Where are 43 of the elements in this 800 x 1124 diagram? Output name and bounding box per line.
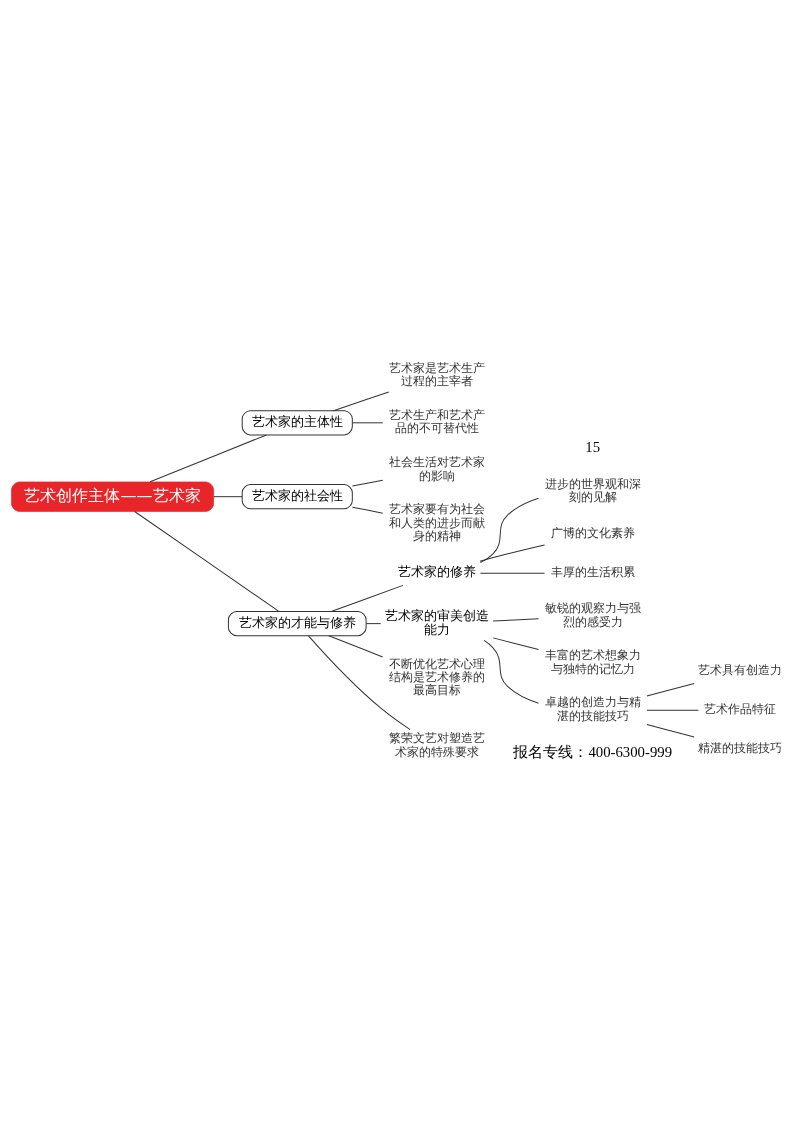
node-text: 进步的世界观和深刻的见解 bbox=[544, 476, 641, 504]
connector bbox=[479, 572, 546, 574]
connector bbox=[308, 634, 411, 730]
node-text: 社会生活对艺术家的影响 bbox=[388, 454, 485, 482]
node-text: 卓越的创造力与精湛的技能技巧 bbox=[544, 694, 641, 723]
node-text: 繁荣文艺对塑造艺术家的特殊要求 bbox=[388, 730, 485, 759]
node-text: 不断优化艺术心理结构是艺术修养的最高目标 bbox=[388, 656, 485, 697]
connector bbox=[492, 636, 540, 650]
node-text: 敏锐的观察力与强烈的感受力 bbox=[544, 600, 641, 629]
connector bbox=[646, 723, 695, 738]
connector bbox=[646, 682, 695, 696]
node-box: 艺术家的社会性 bbox=[241, 483, 353, 509]
node-box: 艺术家的主体性 bbox=[241, 409, 353, 435]
node-box: 艺术家的才能与修养 bbox=[227, 610, 367, 636]
connector bbox=[351, 421, 384, 423]
node-text: 艺术生产和艺术产品的不可替代性 bbox=[388, 407, 485, 435]
connector bbox=[149, 433, 267, 482]
connector bbox=[330, 584, 404, 612]
node-text: 广博的文化素养 bbox=[550, 525, 635, 540]
connector bbox=[213, 495, 243, 497]
connector bbox=[479, 497, 540, 563]
node-text: 丰富的艺术想象力与独特的记忆力 bbox=[544, 647, 641, 676]
connector bbox=[492, 617, 540, 621]
node-text: 艺术家要有为社会和人类的进步而献身的精神 bbox=[388, 501, 485, 543]
node-text: 艺术具有创造力 bbox=[698, 662, 783, 677]
node-text: 丰厚的生活积累 bbox=[550, 564, 635, 579]
node-text: 精湛的技能技巧 bbox=[698, 740, 783, 755]
connector bbox=[333, 390, 390, 411]
connector bbox=[365, 622, 382, 624]
connector bbox=[351, 479, 384, 487]
node-box: 艺术创作主体——艺术家 bbox=[11, 481, 214, 512]
node-text: 艺术家的审美创造能力 bbox=[384, 608, 489, 637]
node-text: 艺术家是艺术生产过程的主宰者 bbox=[388, 360, 485, 388]
label: 报名专线：400-6300-999 bbox=[513, 743, 673, 760]
connector bbox=[646, 709, 699, 711]
label: 15 bbox=[585, 438, 601, 455]
node-text: 艺术作品特征 bbox=[704, 701, 777, 716]
connector bbox=[351, 506, 384, 514]
node-text: 艺术家的修养 bbox=[397, 564, 476, 579]
connector bbox=[134, 510, 280, 612]
connector bbox=[328, 634, 384, 657]
connector bbox=[479, 543, 545, 562]
connector bbox=[483, 639, 540, 704]
